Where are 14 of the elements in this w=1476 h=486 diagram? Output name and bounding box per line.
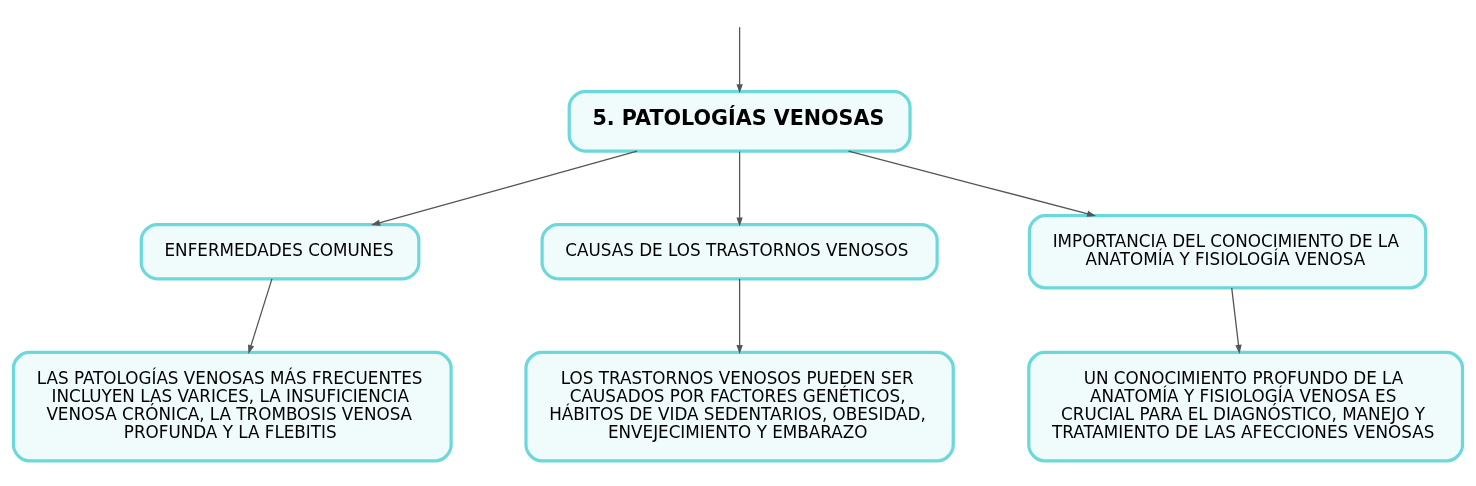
node-box: LOS TRASTORNOS VENOSOS PUEDEN SER CAUSADOS POR FACTORES GENÉTICOS, HÁBITOS DE VIDA SEDENTARIOS, OBESIDAD, ENVEJECIMIENTO Y EMBARAZO: [524, 350, 955, 462]
node-box: 5. PATOLOGÍAS VENOSAS: [567, 89, 912, 153]
arrow: [1231, 286, 1242, 354]
node-box: LAS PATOLOGÍAS VENOSAS MÁS FRECUENTES INCLUYEN LAS VARICES, LA INSUFICIENCIA VENOSA CRÓNICA, LA TROMBOSIS VENOSA PROFUNDA Y LA FLEBITIS: [11, 350, 453, 462]
node-box: ENFERMEDADES COMUNES: [139, 222, 421, 280]
arrow: [847, 150, 1097, 217]
arrow: [371, 150, 638, 226]
arrow: [736, 26, 743, 93]
node-box: IMPORTANCIA DEL CONOCIMIENTO DE LA ANATOMÍA Y FISIOLOGÍA VENOSA: [1027, 213, 1428, 289]
arrow: [248, 277, 273, 354]
node-box: CAUSAS DE LOS TRASTORNOS VENOSOS: [540, 222, 939, 280]
arrow: [736, 277, 743, 354]
arrow: [736, 150, 743, 227]
node-box: UN CONOCIMIENTO PROFUNDO DE LA ANATOMÍA Y FISIOLOGÍA VENOSA ES CRUCIAL PARA EL DIAGNÓSTICO, MANEJO Y TRATAMIENTO DE LAS AFECCIONES VENOSAS: [1027, 350, 1465, 462]
